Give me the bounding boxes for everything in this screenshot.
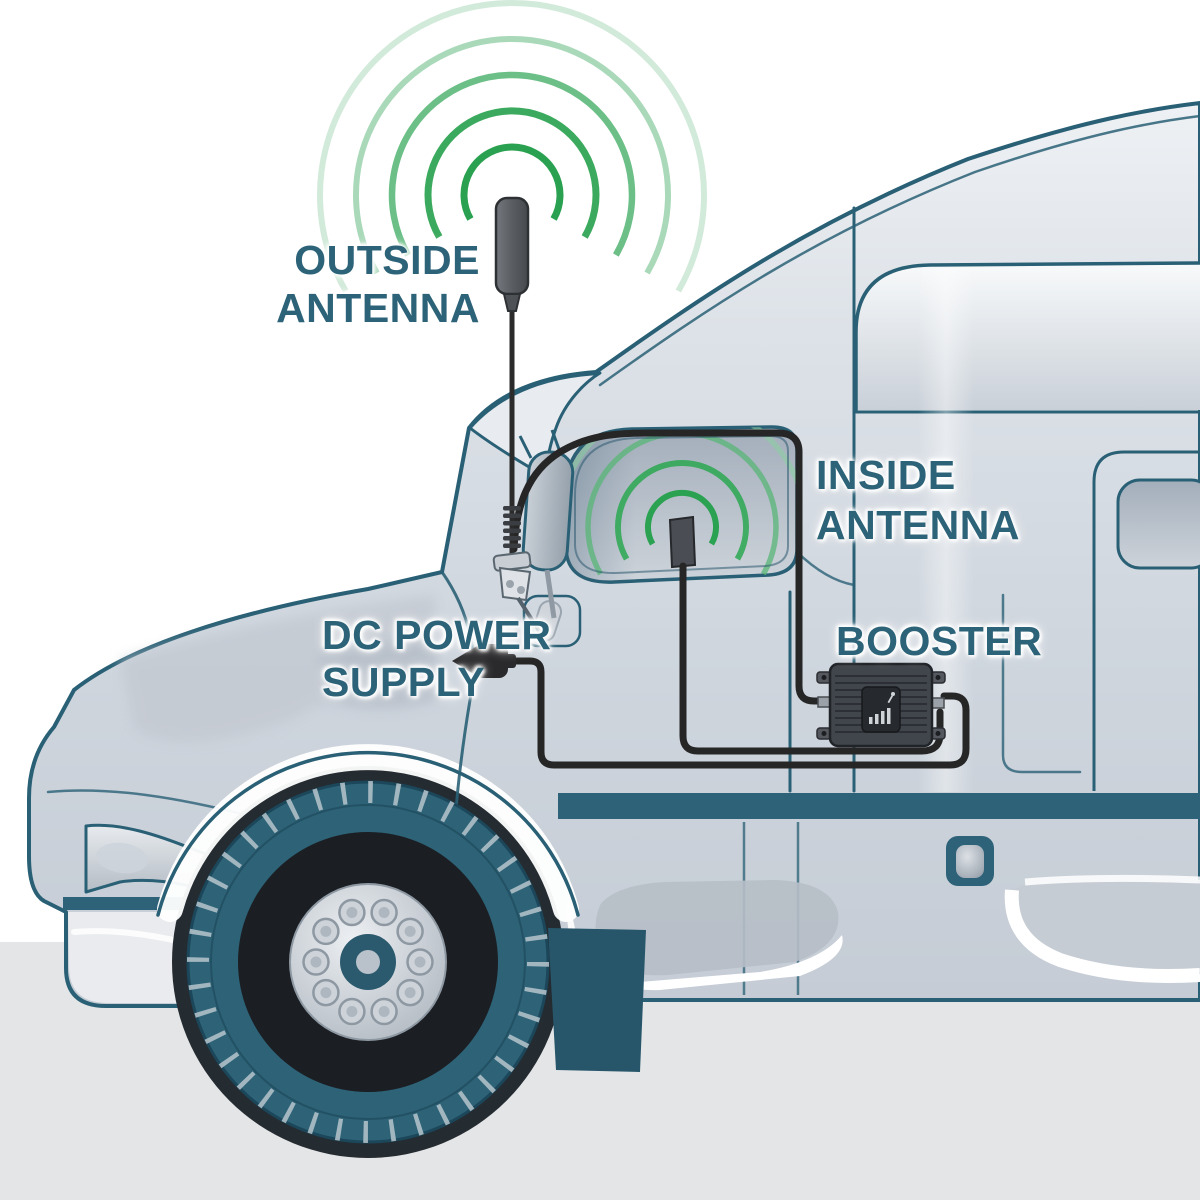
outside-antenna-label-line1: OUTSIDE — [294, 237, 480, 283]
outside-antenna — [492, 196, 547, 642]
dc-power-supply-label-line1: DC POWER — [322, 612, 552, 658]
wind-deflector — [468, 371, 602, 480]
mud-flap — [548, 928, 646, 1072]
frame-rail — [558, 793, 1200, 819]
cable-dc-power — [505, 657, 970, 769]
inside-antenna-label-line2: ANTENNA — [816, 502, 1020, 548]
antenna-spring — [503, 506, 521, 548]
outside-antenna-label: OUTSIDE ANTENNA — [258, 236, 480, 332]
dc-power-plug — [452, 644, 516, 678]
booster-label: BOOSTER — [836, 617, 1042, 665]
inside-antenna-label: INSIDE ANTENNA — [816, 450, 1020, 550]
signal-bars-icon — [869, 692, 895, 724]
booster-unit — [816, 662, 946, 748]
fuel-cap — [946, 836, 994, 886]
dc-power-supply-label: DC POWER SUPPLY — [322, 612, 552, 706]
side-mirror — [518, 429, 575, 619]
front-wheel — [186, 780, 550, 1144]
signal-waves-outside — [317, 0, 707, 293]
outside-antenna-label-line2: ANTENNA — [276, 285, 480, 331]
cab-window — [564, 425, 799, 584]
sleeper-door — [1092, 450, 1200, 791]
inside-antenna — [668, 515, 697, 569]
antenna-mount — [492, 551, 547, 642]
chassis-and-skirt — [548, 793, 1200, 1072]
cable-inside-antenna — [679, 562, 944, 755]
inside-antenna-label-line1: INSIDE — [816, 452, 956, 498]
sleeper-window — [1116, 478, 1200, 570]
cable-outside-antenna — [510, 429, 826, 705]
booster-label-line1: BOOSTER — [836, 618, 1043, 664]
dc-power-supply-label-line2: SUPPLY — [322, 659, 486, 705]
